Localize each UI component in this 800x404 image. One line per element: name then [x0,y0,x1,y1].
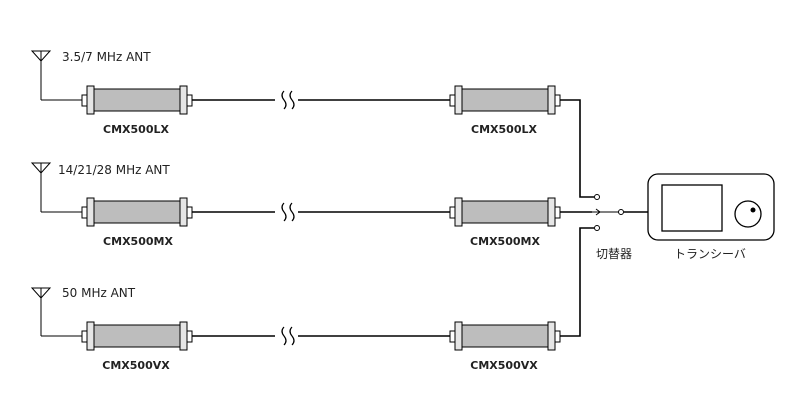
model-label: CMX500VX [470,359,538,372]
row-2: 14/21/28 MHz ANT CMX500MX CMX500MX [30,162,561,248]
model-label: CMX500MX [103,235,173,248]
coax-filter-right [449,197,561,227]
antenna-switch [592,194,648,231]
antenna-label: 50 MHz ANT [62,286,136,300]
model-label: CMX500VX [102,359,170,372]
switch-label: 切替器 [596,247,632,261]
antenna-icon [30,287,82,337]
coax-filter-left [81,321,193,351]
coax-filter-right [449,85,561,115]
antenna-icon [30,50,82,101]
cable-break-icon [281,90,295,110]
cable-break-icon [281,326,295,346]
model-label: CMX500LX [103,123,169,136]
antenna-label: 3.5/7 MHz ANT [62,50,151,64]
row-1: 3.5/7 MHz ANT CMX500LX CMX500LX [30,50,561,136]
antenna-icon [30,162,82,213]
cable-break-icon [281,202,295,222]
coax-filter-right [449,321,561,351]
switch-wiring [560,99,594,337]
coax-filter-left [81,85,193,115]
transceiver-label: トランシーバ [674,247,746,261]
row-3: 50 MHz ANT CMX500VX CMX500VX [30,286,561,372]
transceiver-icon [647,173,775,241]
antenna-label: 14/21/28 MHz ANT [58,163,170,177]
model-label: CMX500MX [470,235,540,248]
coax-filter-left [81,197,193,227]
model-label: CMX500LX [471,123,537,136]
